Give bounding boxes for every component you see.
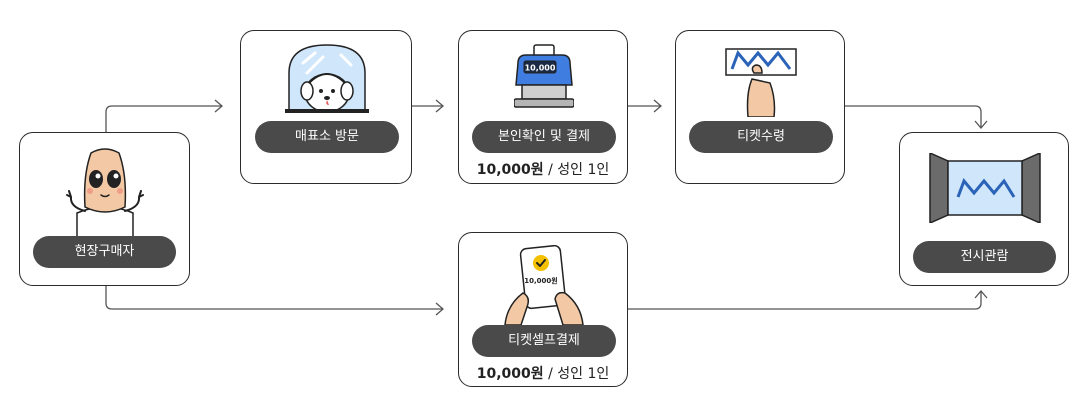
price-amount: 10,000원 xyxy=(476,366,544,382)
node-id-check-and-payment: 10,000 본인확인 및 결제 10,000원 / 성인 1인 xyxy=(458,30,628,184)
node-label: 티켓수령 xyxy=(689,121,833,153)
arrowhead xyxy=(974,120,988,129)
node-ticket-self-payment: 10,000원 티켓셀프결제 10,000원 / 성인 1인 xyxy=(458,232,628,387)
ticket-in-hand-illustration xyxy=(725,48,797,117)
price-text: 10,000원 / 성인 1인 xyxy=(459,159,627,179)
arrowhead xyxy=(214,99,223,113)
machine-display-text: 10,000 xyxy=(525,64,556,73)
arrowhead xyxy=(435,99,444,113)
node-label: 본인확인 및 결제 xyxy=(472,121,616,153)
node-onsite-buyer: 현장구매자 xyxy=(19,132,190,286)
price-amount: 10,000원 xyxy=(476,162,544,178)
phone-display-text: 10,000원 xyxy=(524,276,557,285)
price-text: 10,000원 / 성인 1인 xyxy=(459,363,627,383)
arrowhead xyxy=(653,99,662,113)
connector-ticket-to-exhibit xyxy=(845,105,982,128)
phone-payment-illustration: 10,000원 xyxy=(504,245,584,325)
node-label: 현장구매자 xyxy=(33,236,176,268)
node-label: 매표소 방문 xyxy=(255,121,399,153)
connector-onsite-to-selfpay xyxy=(105,286,443,310)
ticket-booth-illustration xyxy=(285,44,369,113)
character-illustration xyxy=(66,148,144,241)
node-label: 티켓셀프결제 xyxy=(472,325,616,357)
node-exhibition-viewing: 전시관람 xyxy=(899,132,1069,286)
arrowhead xyxy=(974,290,988,299)
exhibition-door-illustration xyxy=(929,153,1041,223)
node-ticket-receipt: 티켓수령 xyxy=(675,30,845,184)
ticket-machine-illustration: 10,000 xyxy=(514,44,574,108)
node-label: 전시관람 xyxy=(913,241,1056,273)
price-note: / 성인 1인 xyxy=(543,162,610,178)
node-ticket-office-visit: 매표소 방문 xyxy=(240,30,412,184)
connector-selfpay-to-exhibit xyxy=(628,291,982,310)
connector-onsite-to-visit xyxy=(105,105,222,133)
arrowhead xyxy=(435,302,444,316)
price-note: / 성인 1인 xyxy=(543,366,610,382)
